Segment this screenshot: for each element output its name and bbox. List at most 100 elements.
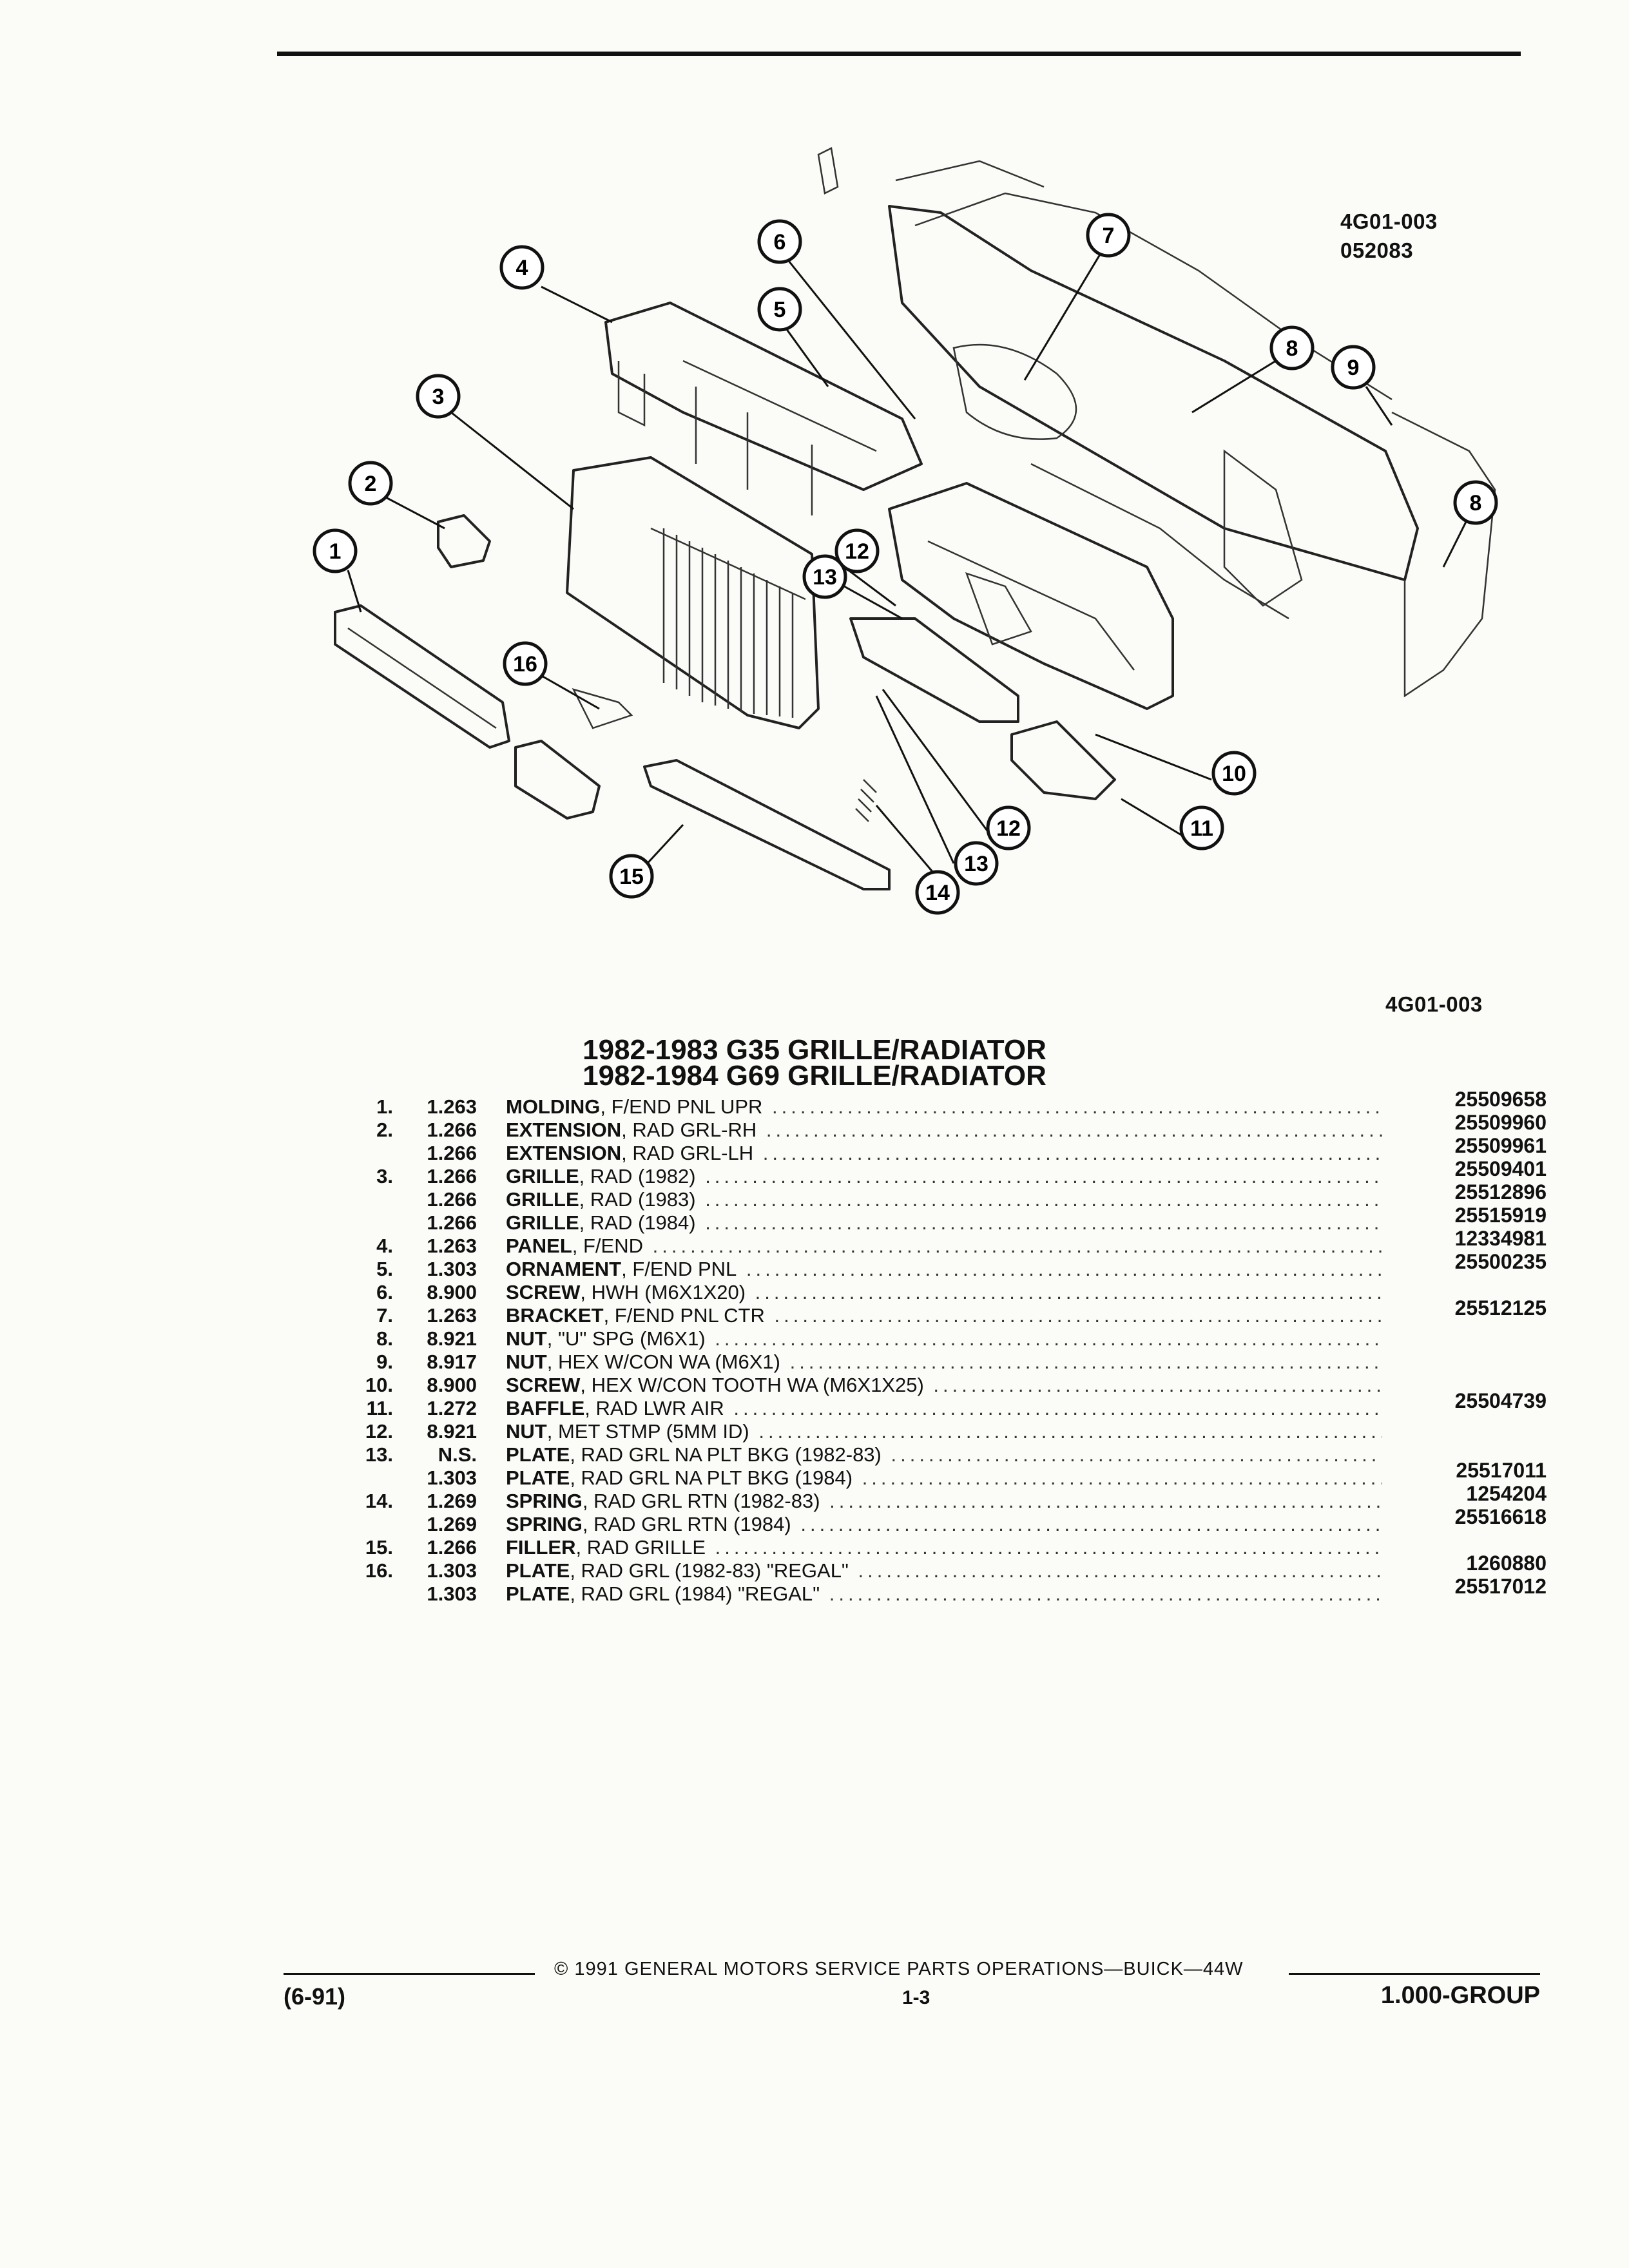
svg-text:7: 7 (1103, 224, 1115, 248)
part-name: NUT (506, 1420, 547, 1443)
part-detail: , HWH (M6X1X20) (580, 1281, 746, 1303)
group-number: 1.272 (427, 1397, 477, 1419)
footer-rule-left (284, 1973, 535, 1975)
group-number: N.S. (438, 1443, 477, 1466)
part-detail: , RAD GRL NA PLT BKG (1984) (570, 1466, 853, 1489)
item-number: 14. (365, 1490, 393, 1512)
svg-text:8: 8 (1470, 491, 1482, 515)
part-number: 25515919 (1454, 1204, 1547, 1227)
group-number: 1.269 (427, 1490, 477, 1512)
part-name: ORNAMENT (506, 1258, 622, 1280)
part-name: GRILLE (506, 1211, 579, 1234)
group-number: 1.303 (427, 1582, 477, 1605)
callout-13-bottom: 13 (954, 841, 999, 886)
group-number: 1.266 (427, 1211, 477, 1234)
callout-1: 1 (313, 528, 358, 573)
part-number: 25512896 (1454, 1180, 1547, 1204)
part-description: FILLER, RAD GRILLE .....................… (506, 1536, 1382, 1559)
leader-dots: ........................................… (758, 1420, 1382, 1443)
diagram-ref-date: 052083 (1340, 238, 1414, 262)
item-number: 6. (376, 1281, 393, 1303)
item-number: 8. (376, 1327, 393, 1350)
part-number: 25509961 (1454, 1134, 1547, 1157)
leader-dots: ........................................… (652, 1235, 1382, 1257)
part-description: PLATE, RAD GRL NA PLT BKG (1982-83) ....… (506, 1443, 1382, 1466)
part-name: SPRING (506, 1490, 583, 1512)
leader-dots: ........................................… (858, 1559, 1382, 1582)
part-detail: , F/END PNL (621, 1258, 737, 1280)
leader-dots: ........................................… (800, 1513, 1382, 1535)
footer-copyright: © 1991 GENERAL MOTORS SERVICE PARTS OPER… (554, 1959, 1244, 1979)
grille-sketch (566, 456, 820, 729)
leader-dots: ........................................… (705, 1211, 1382, 1234)
group-number: 1.263 (427, 1304, 477, 1327)
part-name: BAFFLE (506, 1397, 585, 1419)
leader-dots: ........................................… (766, 1119, 1382, 1141)
callout-3: 3 (416, 374, 461, 419)
part-description: NUT, MET STMP (5MM ID) .................… (506, 1420, 1382, 1443)
part-name: PLATE (506, 1466, 570, 1489)
part-description: BAFFLE, RAD LWR AIR ....................… (506, 1397, 1382, 1420)
leader-dots: ........................................… (933, 1374, 1382, 1396)
part-detail: , HEX W/CON TOOTH WA (M6X1X25) (580, 1374, 924, 1396)
part-detail: , RAD GRL (1982-83) "REGAL" (570, 1559, 849, 1582)
part-description: EXTENSION, RAD GRL-LH ..................… (506, 1142, 1382, 1165)
part-number: 25504739 (1454, 1389, 1547, 1412)
svg-text:1: 1 (329, 539, 342, 564)
group-number: 1.303 (427, 1559, 477, 1582)
headlamp-housing-sketch (888, 482, 1174, 710)
group-number: 1.266 (427, 1142, 477, 1164)
svg-text:11: 11 (1190, 816, 1213, 841)
part-description: SPRING, RAD GRL RTN (1982-83) ..........… (506, 1490, 1382, 1513)
part-description: PLATE, RAD GRL (1982-83) "REGAL" .......… (506, 1559, 1382, 1582)
callout-6: 6 (757, 219, 802, 264)
part-detail: , RAD (1984) (579, 1211, 696, 1234)
part-detail: , RAD GRILLE (575, 1536, 706, 1559)
part-description: GRILLE, RAD (1983) .....................… (506, 1188, 1382, 1211)
part-number: 12334981 (1454, 1227, 1547, 1250)
part-description: SCREW, HEX W/CON TOOTH WA (M6X1X25) ....… (506, 1374, 1382, 1397)
part-detail: , RAD GRL-LH (621, 1142, 754, 1164)
svg-text:14: 14 (925, 881, 950, 905)
section-title-line2: 1982-1984 G69 GRILLE/RADIATOR (583, 1060, 1046, 1091)
group-number: 1.303 (427, 1466, 477, 1489)
part-description: GRILLE, RAD (1982) .....................… (506, 1165, 1382, 1188)
part-detail: , MET STMP (5MM ID) (546, 1420, 749, 1443)
part-detail: , HEX W/CON WA (M6X1) (546, 1350, 780, 1373)
part-name: SPRING (506, 1513, 583, 1535)
group-number: 1.263 (427, 1235, 477, 1257)
svg-text:4: 4 (516, 256, 528, 280)
part-description: MOLDING, F/END PNL UPR .................… (506, 1095, 1382, 1119)
svg-text:15: 15 (619, 865, 644, 889)
part-description: PANEL, F/END ...........................… (506, 1235, 1382, 1258)
top-rule (277, 52, 1521, 56)
svg-text:5: 5 (774, 298, 786, 322)
part-number: 25500235 (1454, 1250, 1547, 1273)
part-detail: , "U" SPG (M6X1) (546, 1327, 706, 1350)
part-detail: , RAD GRL RTN (1984) (582, 1513, 791, 1535)
footer-date: (6-91) (284, 1983, 346, 2010)
leader-dots: ........................................… (762, 1142, 1382, 1164)
part-detail: , RAD GRL NA PLT BKG (1982-83) (570, 1443, 882, 1466)
diagram-ref-code: 4G01-003 (1340, 209, 1438, 233)
parts-row: 1.266 GRILLE, RAD (1984) ................… (335, 1204, 1547, 1235)
part-description: BRACKET, F/END PNL CTR .................… (506, 1304, 1382, 1327)
item-number: 9. (376, 1350, 393, 1373)
diagram-ref-code-bottom: 4G01-003 (1385, 992, 1483, 1016)
part-description: PLATE, RAD GRL (1984) "REGAL" ..........… (506, 1582, 1382, 1606)
callout-8-top: 8 (1269, 325, 1315, 370)
leader-dots: ........................................… (715, 1327, 1382, 1350)
svg-text:12: 12 (996, 816, 1021, 841)
exploded-parts-diagram: 1 2 3 4 5 6 7 8 8 9 10 11 12 12 13 13 14… (313, 147, 1498, 915)
part-name: EXTENSION (506, 1142, 622, 1164)
